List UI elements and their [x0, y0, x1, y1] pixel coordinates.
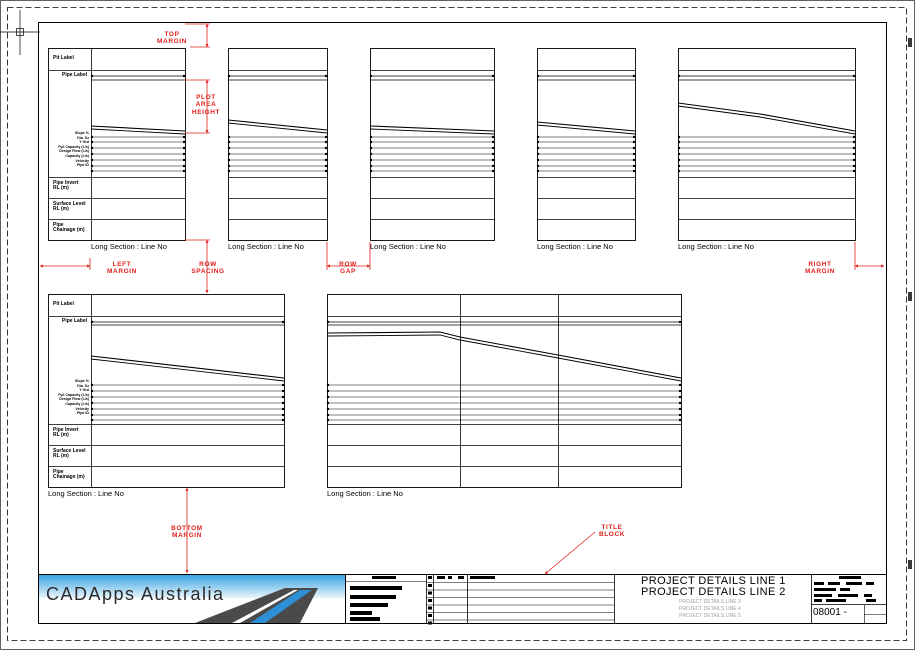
project-details-line-5: PROJECT DETAILS LINE 5	[679, 613, 741, 619]
paper-border	[7, 7, 907, 641]
row1-panel-1-data-row-1: Slope %	[75, 131, 89, 135]
row1-panel-1-data-row-5: Design Flow (L/s)	[59, 149, 89, 154]
annotation-row-gap: ROW GAP	[339, 261, 357, 276]
row2-panel-1-data-row-2: Dia. Sz	[77, 383, 89, 388]
row1-panel-4-caption: Long Section : Line No	[537, 242, 613, 251]
annotation-bottom-margin: BOTTOM MARGIN	[171, 525, 203, 540]
row1-panel-1-data-row-2: Dia. Sz	[77, 135, 89, 140]
annotation-right-margin: RIGHT MARGIN	[805, 261, 835, 276]
row2-panel-1-pit-label: Pit Label	[53, 301, 74, 307]
row2-panel-1-surface-level: Surface Level RL (m)	[53, 448, 86, 459]
project-details-line-4: PROJECT DETAILS LINE 4	[679, 606, 741, 612]
row1-panel-1-data-row-7: Velocity	[75, 158, 89, 163]
row2-panel-1-data-row-4: Fyll Capacity (L/s)	[58, 392, 89, 397]
row1-panel-1-caption: Long Section : Line No	[91, 242, 167, 251]
row1-panel-2-caption: Long Section : Line No	[228, 242, 304, 251]
row1-panel-1-data-row-6: Capacity (L/s)	[65, 154, 89, 158]
row2-panel-1-data-row-3: Y Grd	[79, 388, 89, 393]
row1-panel-3	[369, 48, 495, 241]
row2-panel-1-data-row-8: Pipe ID	[76, 411, 89, 416]
row1-panel-5	[677, 48, 856, 241]
row1-panel-3-caption: Long Section : Line No	[370, 242, 446, 251]
annotation-row-spacing: ROW SPACING	[191, 261, 225, 276]
row2-panel-1-pipe-chainage: Pipe Chainage (m)	[53, 469, 85, 480]
annotation-plot-area-height: PLOT AREA HEIGHT	[191, 94, 221, 116]
project-details-line-3: PROJECT DETAILS LINE 3	[679, 599, 741, 605]
row2-panel-1-pipe-invert: Pipe Invert RL (m)	[53, 427, 79, 438]
row1-panel-1-pipe-chainage: Pipe Chainage (m)	[53, 222, 85, 233]
title-block	[38, 574, 887, 625]
row1-panel-1-pit-label: Pit Label	[53, 55, 74, 61]
project-details-line-1: PROJECT DETAILS LINE 1	[641, 575, 786, 587]
row2-panel-1-data-row-6: Capacity (L/s)	[65, 402, 89, 406]
row1-panel-4	[536, 48, 636, 241]
row2-panel-2	[326, 294, 682, 488]
row1-panel-1-surface-level: Surface Level RL (m)	[53, 201, 86, 212]
row2-panel-1-data-row-1: Slope %	[75, 379, 89, 383]
row1-panel-1-pipe-label: Pipe Label	[62, 72, 88, 78]
row1-panel-5-caption: Long Section : Line No	[678, 242, 754, 251]
company-name: CADApps Australia	[46, 584, 225, 604]
row2-panel-1	[48, 294, 285, 488]
annotation-title-block: TITLE BLOCK	[598, 524, 626, 539]
row2-panel-1-data-row-7: Velocity	[75, 406, 89, 411]
row1-panel-1-data-row-8: Pipe ID	[76, 163, 89, 168]
annotation-left-margin: LEFT MARGIN	[107, 261, 137, 276]
annotation-top-margin: TOP MARGIN	[157, 31, 187, 46]
layout-annotations	[39, 23, 885, 575]
row1-panel-1-pipe-invert: Pipe Invert RL (m)	[53, 180, 79, 191]
row2-panel-1-data-row-5: Design Flow (L/s)	[59, 397, 89, 402]
row1-panel-1	[48, 48, 186, 241]
long-section-panels	[48, 48, 856, 488]
row2-panel-1-pipe-label: Pipe Label	[62, 318, 88, 324]
project-details-line-2: PROJECT DETAILS LINE 2	[641, 586, 786, 598]
row1-panel-1-data-row-4: Fyll Capacity (L/s)	[58, 144, 89, 149]
row1-panel-1-data-row-3: Y Grd	[79, 140, 89, 145]
row2-panel-1-caption: Long Section : Line No	[48, 489, 124, 498]
row2-panel-2-caption: Long Section : Line No	[327, 489, 403, 498]
row1-panel-2	[227, 48, 328, 241]
drawing-number: 08001 -	[813, 607, 847, 618]
crosshair-cursor-icon	[0, 10, 40, 55]
